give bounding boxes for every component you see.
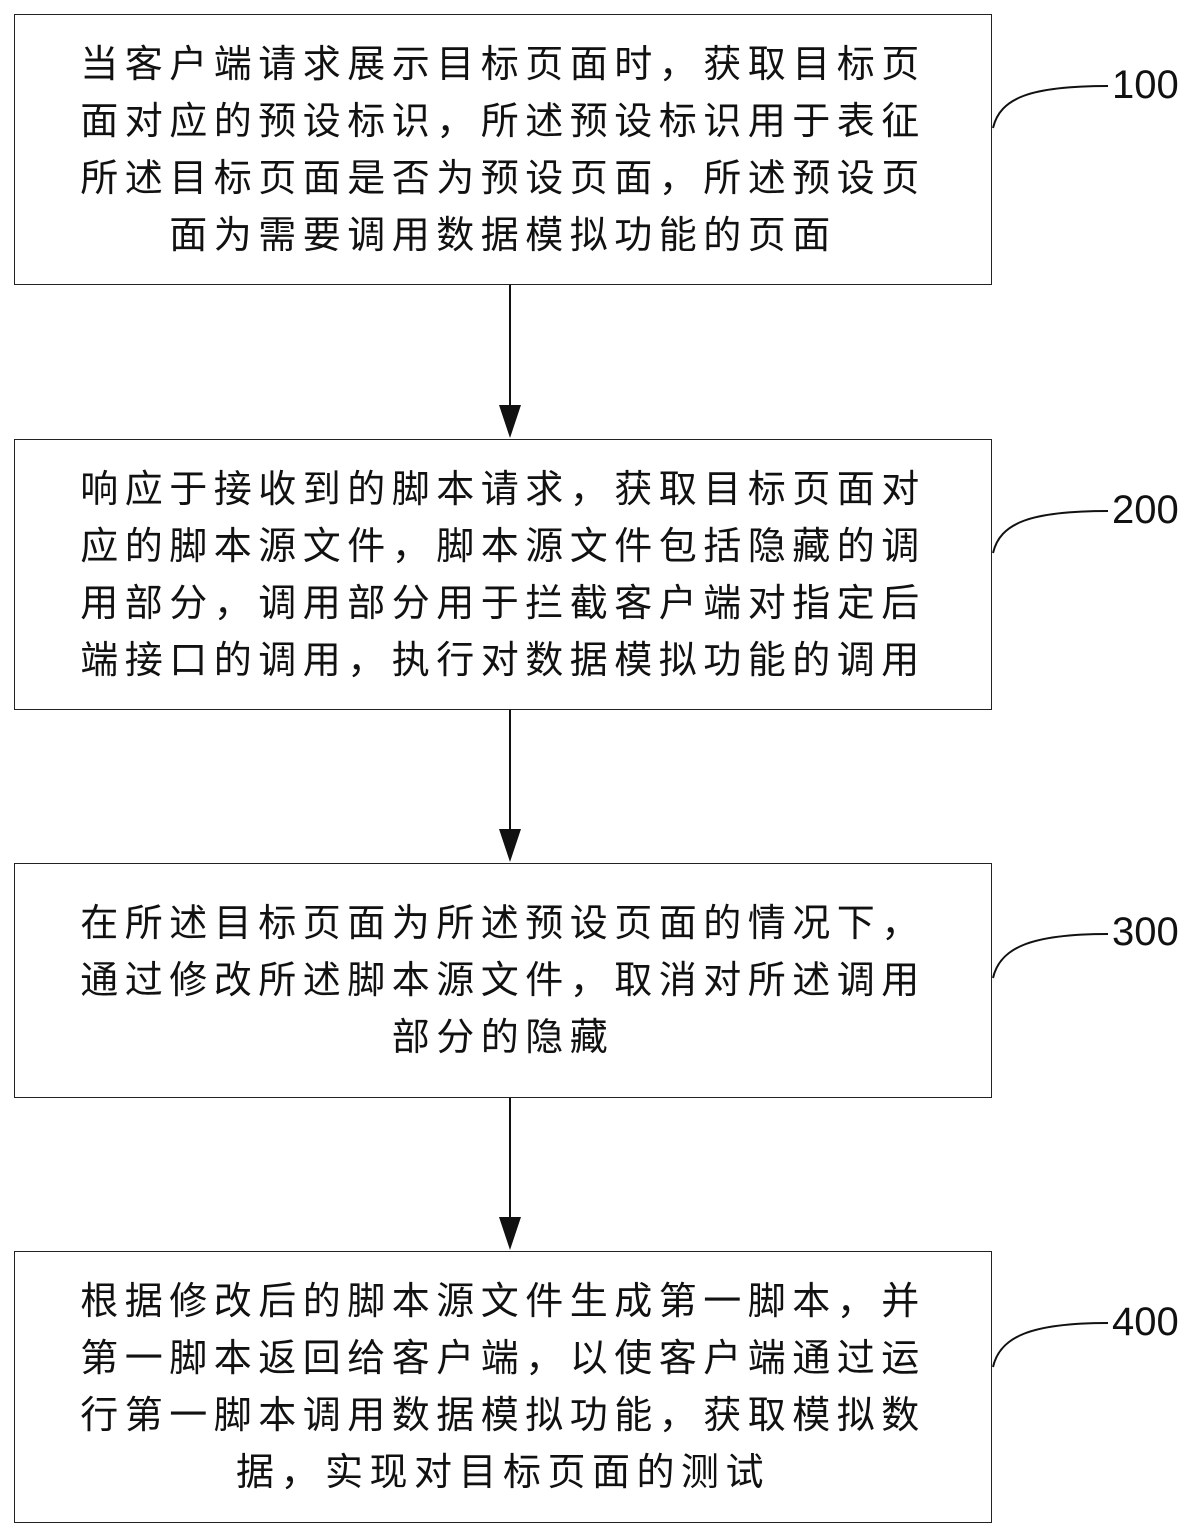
step-200-line-2: 应的脚本源文件，脚本源文件包括隐藏的调 (80, 523, 926, 568)
step-100-line-3: 所述目标页面是否为预设页面，所述预设页 (80, 155, 926, 200)
step-200-line-3: 用部分，调用部分用于拦截客户端对指定后 (80, 580, 926, 625)
step-box-400: 根据修改后的脚本源文件生成第一脚本，并 第一脚本返回给客户端，以使客户端通过运 … (14, 1251, 992, 1523)
step-100-line-4: 面为需要调用数据模拟功能的页面 (169, 212, 837, 257)
step-400-line-1: 根据修改后的脚本源文件生成第一脚本，并 (80, 1279, 926, 1323)
step-box-300: 在所述目标页面为所述预设页面的情况下， 通过修改所述脚本源文件，取消对所述调用 … (14, 863, 992, 1098)
step-100-line-1: 当客户端请求展示目标页面时，获取目标页 (80, 41, 926, 86)
step-label-100: 100 (1112, 63, 1179, 107)
step-400-line-4: 据，实现对目标页面的测试 (235, 1450, 770, 1494)
step-label-300: 300 (1112, 910, 1179, 954)
step-300-line-2: 通过修改所述脚本源文件，取消对所述调用 (80, 958, 926, 1002)
step-400-line-2: 第一脚本返回给客户端，以使客户端通过运 (80, 1336, 926, 1380)
step-label-200: 200 (1112, 488, 1179, 532)
step-box-200: 响应于接收到的脚本请求，获取目标页面对 应的脚本源文件，脚本源文件包括隐藏的调 … (14, 439, 992, 710)
step-300-line-3: 部分的隐藏 (391, 1015, 615, 1059)
step-200-line-1: 响应于接收到的脚本请求，获取目标页面对 (80, 466, 926, 511)
leader-curve-400 (992, 1322, 1109, 1368)
step-200-line-4: 端接口的调用，执行对数据模拟功能的调用 (80, 637, 926, 682)
arrow-100-to-200 (499, 285, 521, 438)
step-label-400: 400 (1112, 1300, 1179, 1344)
leader-curve-100 (992, 85, 1109, 129)
step-box-100: 当客户端请求展示目标页面时，获取目标页 面对应的预设标识，所述预设标识用于表征 … (14, 14, 992, 285)
leader-curve-300 (992, 933, 1109, 979)
arrow-300-to-400 (499, 1098, 521, 1250)
step-400-line-3: 行第一脚本调用数据模拟功能，获取模拟数 (80, 1393, 926, 1437)
step-100-line-2: 面对应的预设标识，所述预设标识用于表征 (80, 98, 926, 143)
step-300-line-1: 在所述目标页面为所述预设页面的情况下， (80, 901, 926, 945)
leader-curve-200 (992, 510, 1109, 554)
arrow-200-to-300 (499, 710, 521, 862)
